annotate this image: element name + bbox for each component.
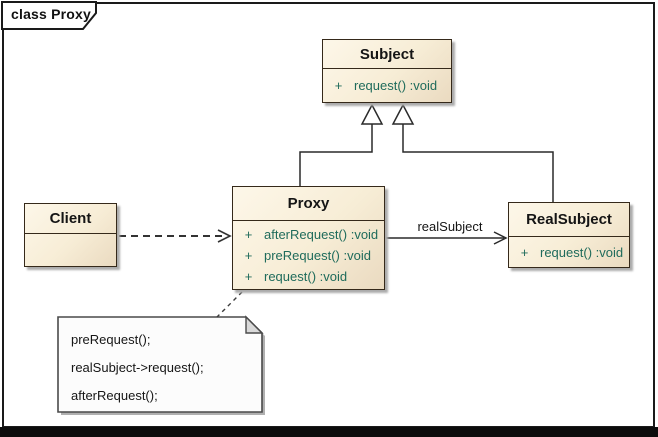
member-row: + preRequest() :void <box>233 245 384 266</box>
frame-title-tab <box>1 1 97 30</box>
class-box-proxy: Proxy + afterRequest() :void + preReques… <box>232 186 385 290</box>
visibility-plus: + <box>520 244 529 260</box>
method-signature: request() :void <box>354 78 438 93</box>
visibility-plus: + <box>244 226 253 242</box>
note-line: realSubject->request(); <box>71 360 204 375</box>
method-signature: preRequest() :void <box>264 247 371 263</box>
class-name-proxy: Proxy <box>233 187 384 221</box>
frame-title: class Proxy <box>11 6 92 22</box>
member-row: + request() :void <box>233 266 384 287</box>
member-row: + request() :void <box>509 242 629 263</box>
class-box-realsubject: RealSubject + request() :void <box>508 202 630 268</box>
note-text: preRequest(); realSubject->request(); af… <box>71 326 204 410</box>
open-arrowhead-proxy <box>217 229 232 243</box>
member-row: + request() :void <box>323 75 451 96</box>
class-members-subject: + request() :void <box>323 69 451 102</box>
class-name-client: Client <box>25 204 116 234</box>
member-row: + afterRequest() :void <box>233 224 384 245</box>
visibility-plus: + <box>244 268 253 284</box>
bottom-black-bar <box>0 427 658 437</box>
open-arrowhead-realsubject <box>493 231 508 245</box>
class-name-realsubject: RealSubject <box>509 203 629 237</box>
note-fold-corner <box>245 315 264 334</box>
association-label-realsubject: realSubject <box>417 219 483 234</box>
proxy-subject-generalization-line <box>299 124 373 186</box>
class-members-proxy: + afterRequest() :void + preRequest() :v… <box>233 221 384 289</box>
hollow-triangle-arrowhead-left <box>360 103 384 125</box>
class-name-subject: Subject <box>323 40 451 69</box>
realsubject-subject-generalization-line <box>402 124 554 202</box>
class-box-subject: Subject + request() :void <box>322 39 452 103</box>
method-signature: afterRequest() :void <box>264 226 379 242</box>
note-shape <box>57 316 263 413</box>
class-members-client-empty <box>25 234 116 266</box>
class-members-realsubject: + request() :void <box>509 237 629 267</box>
class-box-client: Client <box>24 203 117 267</box>
method-signature: request() :void <box>264 268 348 284</box>
hollow-triangle-arrowhead-right <box>391 103 415 125</box>
note-line: preRequest(); <box>71 332 151 347</box>
note-line: afterRequest(); <box>71 388 158 403</box>
visibility-plus: + <box>244 247 253 263</box>
method-signature: request() :void <box>540 244 624 260</box>
note-anchor-dashed-line <box>216 291 243 318</box>
visibility-plus: + <box>334 78 343 93</box>
